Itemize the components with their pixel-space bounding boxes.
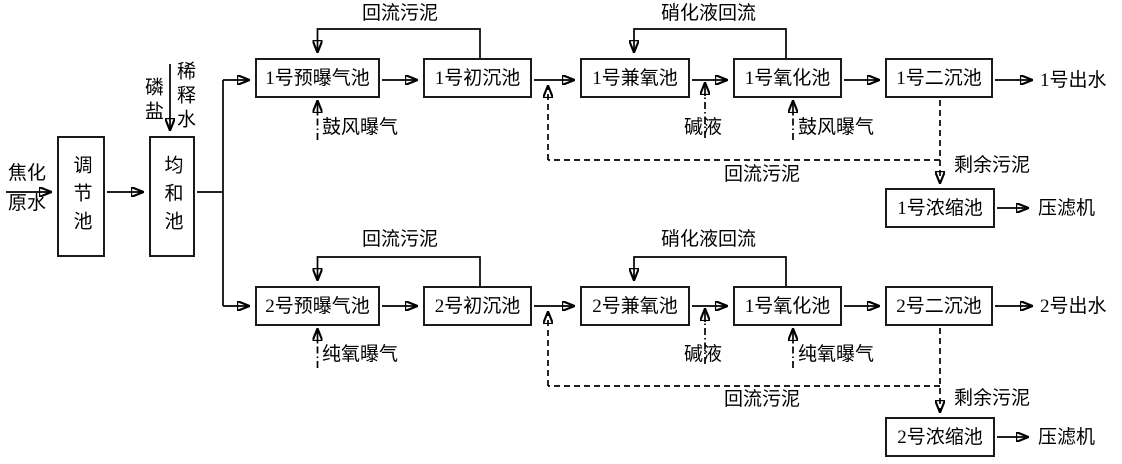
node-r2-oxidation-label: 1号氧化池 — [744, 295, 831, 317]
influent-label: 焦化 原水 — [3, 163, 51, 215]
connector-r2-nitrified-loop — [634, 256, 787, 286]
r2-aeration2-label: 纯氧曝气 — [798, 344, 875, 365]
node-r2-thickener-tank: 2号浓缩池 — [885, 417, 995, 457]
node-r2-primary-sedimentation-label: 2号初沉池 — [434, 295, 521, 317]
node-r1-facultative-tank: 1号兼氧池 — [580, 58, 690, 98]
node-r1-secondary-sedimentation-tank: 1号二沉池 — [885, 58, 993, 98]
node-r2-secondary-sedimentation-tank: 2号二沉池 — [885, 286, 993, 326]
connector-r1-return-sludge-loop — [318, 28, 481, 58]
r2-aeration1-label: 纯氧曝气 — [322, 344, 399, 365]
r1-nitrified-liquid-return-label: 硝化液回流 — [661, 3, 757, 24]
connector-r2-return-sludge-loop — [318, 256, 481, 286]
r1-aeration2-label: 鼓风曝气 — [798, 117, 875, 138]
node-r2-pre-aeration-label: 2号预曝气池 — [265, 295, 370, 317]
node-r2-facultative-tank: 2号兼氧池 — [580, 286, 690, 326]
r1-effluent-label: 1号出水 — [1040, 70, 1107, 91]
r2-excess-sludge-label: 剩余污泥 — [954, 388, 1031, 409]
dilution-water-label: 稀释水 — [174, 61, 195, 133]
node-r1-primary-sedimentation-label: 1号初沉池 — [434, 67, 521, 89]
node-r1-facultative-label: 1号兼氧池 — [592, 67, 678, 89]
r2-return-sludge-bottom-label: 回流污泥 — [724, 389, 801, 410]
node-r1-thickener-label: 1号浓缩池 — [897, 197, 983, 219]
influent-label-line1: 焦化 — [7, 163, 46, 184]
node-r1-secondary-sedimentation-label: 1号二沉池 — [896, 67, 982, 89]
r1-return-sludge-top-label: 回流污泥 — [362, 3, 439, 24]
node-r1-pre-aeration-tank: 1号预曝气池 — [255, 58, 380, 98]
node-equalizing-tank: 均和池 — [149, 136, 195, 257]
r1-alkali-label: 碱液 — [684, 117, 723, 138]
node-r2-facultative-label: 2号兼氧池 — [592, 295, 678, 317]
node-r1-oxidation-tank: 1号氧化池 — [733, 58, 842, 98]
node-r1-oxidation-label: 1号氧化池 — [744, 67, 831, 89]
node-r2-oxidation-tank: 1号氧化池 — [733, 286, 842, 326]
r1-excess-sludge-label: 剩余污泥 — [954, 155, 1031, 176]
node-r1-pre-aeration-label: 1号预曝气池 — [265, 67, 370, 89]
influent-label-line2: 原水 — [7, 193, 46, 214]
r2-filter-press-label: 压滤机 — [1038, 427, 1096, 448]
node-r2-secondary-sedimentation-label: 2号二沉池 — [896, 295, 982, 317]
node-r2-thickener-label: 2号浓缩池 — [897, 426, 983, 448]
node-r1-primary-sedimentation-tank: 1号初沉池 — [423, 58, 532, 98]
connector-r1-nitrified-loop — [634, 28, 787, 58]
node-r1-thickener-tank: 1号浓缩池 — [885, 188, 995, 228]
r2-alkali-label: 碱液 — [684, 344, 723, 365]
node-regulating-tank: 调节池 — [57, 136, 105, 257]
r2-effluent-label: 2号出水 — [1040, 296, 1107, 317]
node-r2-pre-aeration-tank: 2号预曝气池 — [255, 286, 380, 326]
r1-aeration1-label: 鼓风曝气 — [322, 117, 399, 138]
r2-return-sludge-top-label: 回流污泥 — [362, 229, 439, 250]
node-equalizing-tank-label: 均和池 — [161, 154, 183, 239]
r1-return-sludge-bottom-label: 回流污泥 — [724, 164, 801, 185]
r2-nitrified-liquid-return-label: 硝化液回流 — [661, 229, 757, 250]
node-r2-primary-sedimentation-tank: 2号初沉池 — [423, 286, 532, 326]
r1-filter-press-label: 压滤机 — [1038, 198, 1096, 219]
node-regulating-tank-label: 调节池 — [70, 154, 92, 239]
phosphate-label: 磷盐 — [142, 77, 163, 125]
